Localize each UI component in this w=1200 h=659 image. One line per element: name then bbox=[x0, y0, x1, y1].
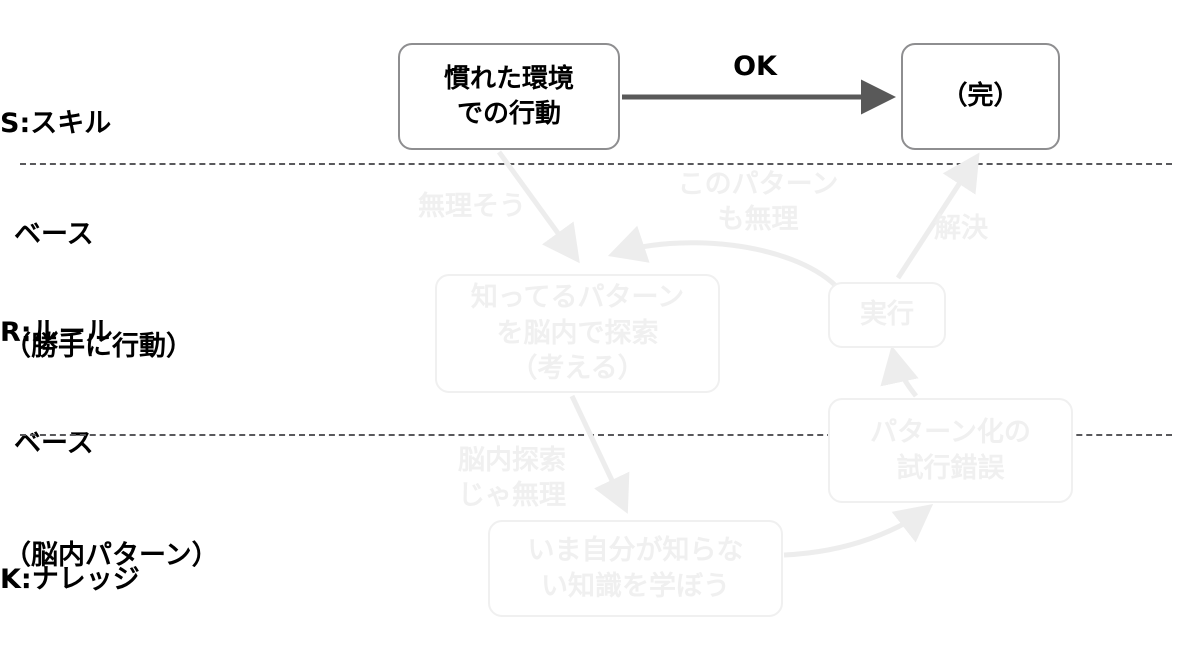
band-divider-skill-rule bbox=[20, 163, 1172, 165]
node-search-known-patterns[interactable]: 知ってるパターン を脳内で探索 （考える） bbox=[435, 274, 720, 393]
band-label-rule: R:ルール ベース （脳内パターン） bbox=[0, 239, 300, 649]
band-divider-rule-knowledge bbox=[20, 434, 1172, 436]
edge-label-this-pattern-fails: このパターン も無理 bbox=[677, 169, 839, 235]
edge-exec-to-search bbox=[607, 225, 838, 288]
node-execute[interactable]: 実行 bbox=[828, 282, 946, 348]
edge-exec-to-done bbox=[895, 152, 980, 280]
edge-habit-to-search bbox=[496, 150, 580, 264]
band-skill-line2: ベース bbox=[14, 219, 94, 251]
edge-label-ok: OK bbox=[733, 51, 777, 82]
node-trial-and-error[interactable]: パターン化の 試行錯誤 bbox=[828, 398, 1073, 503]
band-skill-line1: S:スキル bbox=[0, 107, 112, 139]
band-label-skill: S:スキル ベース （勝手に行動） bbox=[0, 30, 300, 440]
edge-label-brain-search-fails: 脳内探索 じゃ無理 bbox=[458, 445, 566, 511]
band-rule-line1: R:ルール bbox=[0, 316, 113, 348]
edge-learn-to-trial bbox=[783, 503, 934, 558]
band-rule-line3: （脳内パターン） bbox=[4, 540, 219, 571]
edge-label-solved: 解決 bbox=[934, 213, 988, 244]
node-learn-new-knowledge[interactable]: いま自分が知らな い知識を学ぼう bbox=[488, 520, 783, 617]
band-label-knowledge: K:ナレッジ ベース （ゼロから学ぶ） bbox=[0, 486, 300, 659]
edge-trial-to-exec bbox=[880, 345, 919, 398]
edge-label-seems-impossible: 無理そう bbox=[418, 191, 526, 222]
band-rule-line2: ベース bbox=[14, 428, 94, 460]
band-knowledge-line1: K:ナレッジ bbox=[0, 563, 140, 595]
band-skill-line3: （勝手に行動） bbox=[4, 331, 193, 362]
node-done[interactable]: （完） bbox=[901, 43, 1060, 150]
edge-search-to-learn bbox=[569, 394, 630, 514]
node-habit[interactable]: 慣れた環境 での行動 bbox=[398, 43, 620, 150]
